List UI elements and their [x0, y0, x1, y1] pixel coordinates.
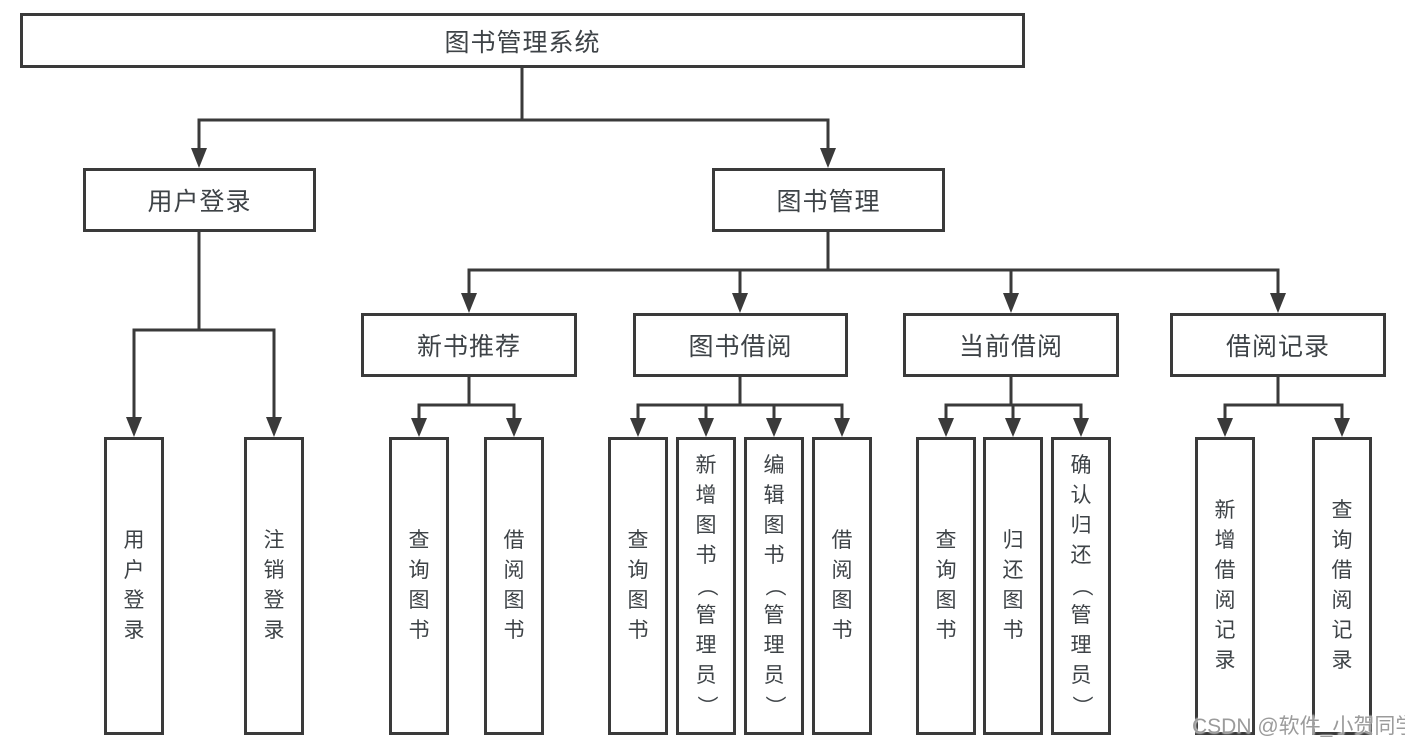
leaf-add-book-admin: 新增图书（管理员） [676, 437, 736, 735]
connector-borrow-children [630, 377, 850, 437]
leaf-user-login: 用户登录 [104, 437, 164, 735]
leaf-borrow-query-book: 查询图书 [608, 437, 668, 735]
leaf-query-borrow-record: 查询借阅记录 [1312, 437, 1372, 735]
node-root-system: 图书管理系统 [20, 13, 1025, 68]
leaf-return-book: 归还图书 [983, 437, 1043, 735]
node-user-login: 用户登录 [83, 168, 316, 232]
node-book-management: 图书管理 [712, 168, 945, 232]
leaf-borrow-book: 借阅图书 [812, 437, 872, 735]
csdn-watermark: CSDN @软件_小贺同学 [1192, 715, 1405, 738]
node-book-borrow: 图书借阅 [633, 313, 848, 377]
leaf-recommend-borrow-book: 借阅图书 [484, 437, 544, 735]
leaf-add-borrow-record: 新增借阅记录 [1195, 437, 1255, 735]
node-new-book-recommend: 新书推荐 [361, 313, 577, 377]
node-current-borrow: 当前借阅 [903, 313, 1119, 377]
leaf-current-query-book: 查询图书 [916, 437, 976, 735]
leaf-confirm-return-admin: 确认归还（管理员） [1051, 437, 1111, 735]
connector-login-children [126, 232, 282, 437]
node-borrow-records: 借阅记录 [1170, 313, 1386, 377]
connector-current-children [938, 377, 1089, 437]
connector-manage-to-modules [461, 232, 1286, 313]
connector-root-to-level2 [191, 68, 836, 168]
connector-recommend-children [411, 377, 522, 437]
leaf-logout: 注销登录 [244, 437, 304, 735]
leaf-recommend-query-book: 查询图书 [389, 437, 449, 735]
leaf-edit-book-admin: 编辑图书（管理员） [744, 437, 804, 735]
connector-records-children [1217, 377, 1350, 437]
